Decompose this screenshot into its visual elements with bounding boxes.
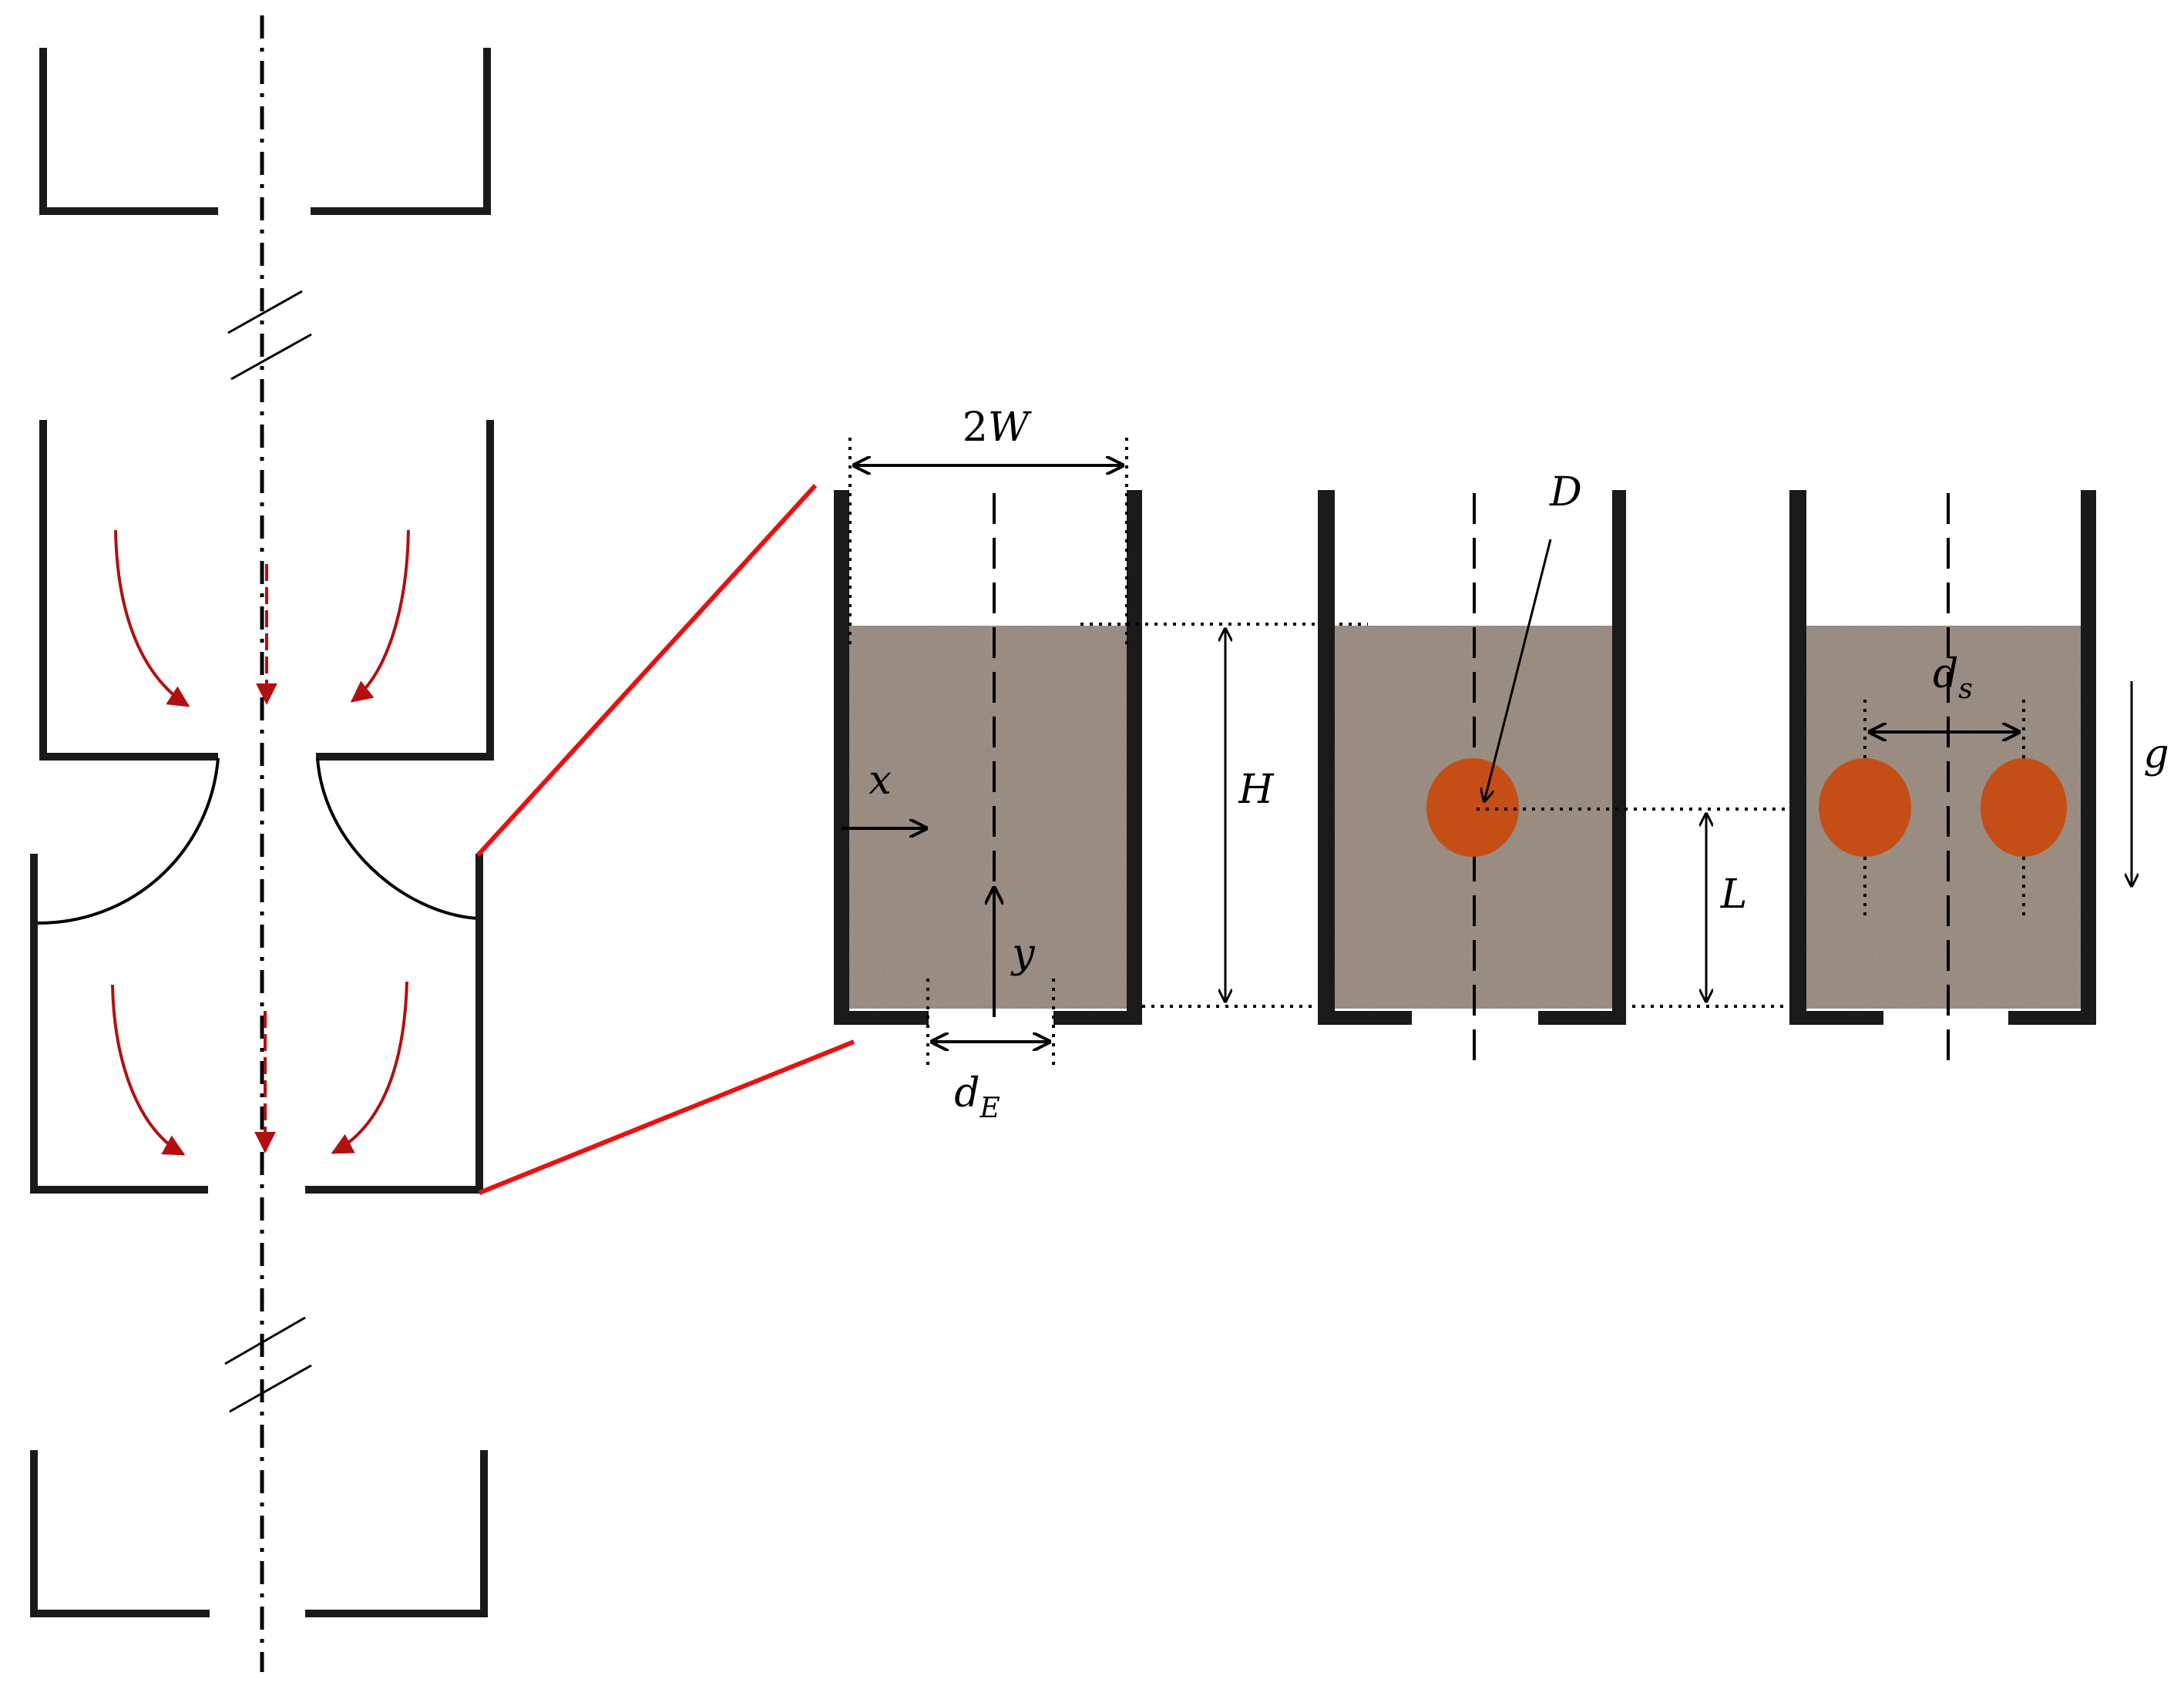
- flow-arrow: [111, 984, 186, 1156]
- break-mark-bottom: [224, 1316, 312, 1413]
- y-axis-label: y: [1010, 931, 1035, 977]
- diameter-label: D: [1549, 469, 1582, 515]
- flow-arrow: [114, 529, 190, 707]
- obstacle: [1981, 758, 2067, 857]
- silo-wall: [1053, 490, 1142, 1025]
- top-silo-wall: [39, 48, 491, 215]
- panel-single-obstacle: D: [1318, 469, 1626, 1062]
- zoom-lines: [475, 483, 855, 1195]
- deflector-right: [316, 757, 479, 920]
- obstacle: [1819, 758, 1911, 857]
- flow-arrow: [331, 981, 408, 1154]
- silo-wall: [1789, 490, 1883, 1025]
- width-label: 2W: [963, 405, 1032, 451]
- silo-wall: [1538, 490, 1626, 1025]
- panel-empty-silo: 2W x y dE: [834, 405, 1142, 1124]
- flow-arrows: [111, 529, 410, 1156]
- gravity-label: g: [2143, 731, 2169, 777]
- silo-wall: [1318, 490, 1412, 1025]
- panel-two-obstacles: ds: [1789, 490, 2096, 1062]
- obstacle: [1426, 758, 1519, 857]
- obstacle-height-label: L: [1720, 871, 1748, 918]
- x-axis-label: x: [869, 757, 891, 804]
- break-mark-top: [227, 290, 312, 381]
- deflector-left: [35, 757, 220, 925]
- middle-silo: [35, 420, 494, 925]
- silo-wall: [2008, 490, 2096, 1025]
- bottom-silo-wall: [30, 1450, 488, 1617]
- silo-stack: [30, 15, 494, 1672]
- lower-silo-wall: [30, 854, 483, 1194]
- flow-arrow: [350, 529, 410, 703]
- middle-silo-wall: [39, 420, 494, 761]
- diameter-pointer: [1484, 539, 1552, 801]
- spacing-label: ds: [1933, 651, 1973, 705]
- exit-label: dE: [954, 1070, 1000, 1124]
- silo-wall: [834, 490, 929, 1025]
- height-label: H: [1238, 767, 1275, 813]
